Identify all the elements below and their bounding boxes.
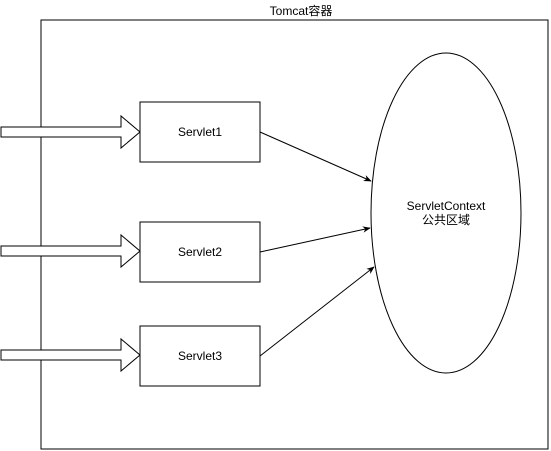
public-area-label: 公共区域 (422, 213, 470, 227)
servlet2-to-context-arrow (259, 226, 371, 253)
servlet3-to-context-arrow (259, 266, 375, 357)
servlet3-label: Servlet3 (178, 349, 222, 363)
servlet-context-ellipse (370, 52, 522, 374)
servlet2-box (139, 221, 261, 283)
servlet1-label: Servlet1 (178, 125, 222, 139)
request-arrow-1 (0, 114, 141, 150)
tomcat-container-box (40, 19, 549, 450)
servlet1-to-context-arrow (259, 131, 372, 182)
container-title: Tomcat容器 (270, 3, 333, 18)
servlet1-box (139, 101, 261, 163)
request-arrow-2 (0, 233, 141, 269)
servlet-context-label: ServletContext (407, 199, 486, 213)
servlet2-label: Servlet2 (178, 245, 222, 259)
request-arrow-3 (0, 337, 141, 373)
